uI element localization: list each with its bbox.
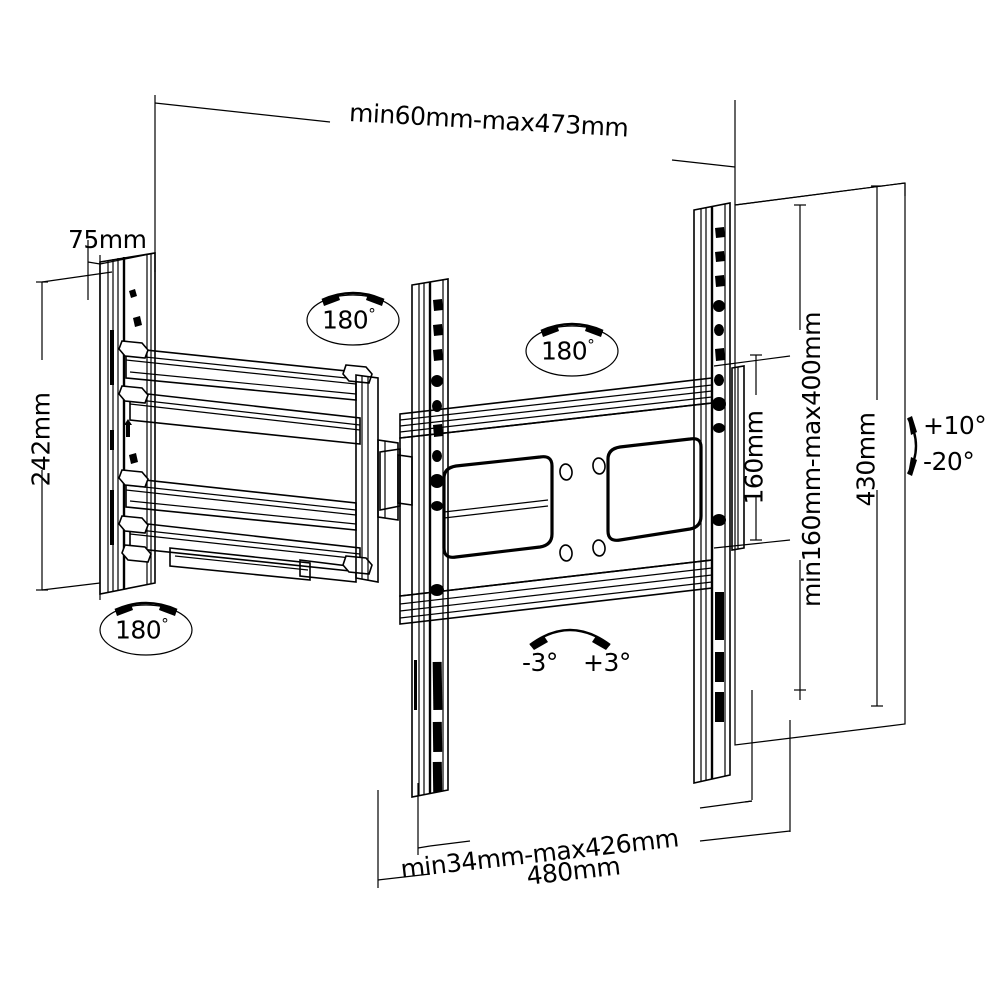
horizontal-crossbar bbox=[379, 377, 713, 625]
swivel-badge-bottom-left bbox=[99, 601, 193, 656]
articulating-arm bbox=[118, 340, 413, 583]
vertical-rail-right bbox=[693, 202, 745, 784]
degree-symbol-bottom-left: ° bbox=[161, 615, 169, 633]
tilt-arc-indicator bbox=[906, 416, 918, 476]
swivel-badge-top-left bbox=[306, 291, 400, 346]
tilt-down-label: -20° bbox=[923, 447, 975, 476]
roll-arc-indicator bbox=[529, 628, 611, 650]
dim-vesa-height: 160mm bbox=[739, 410, 769, 505]
swivel-value-bottom-left: 180 bbox=[115, 615, 162, 645]
swivel-label-top-right: 180° bbox=[541, 336, 595, 366]
dim-wall-plate-width: 75mm bbox=[68, 225, 147, 254]
swivel-value-top-left: 180 bbox=[322, 305, 369, 335]
swivel-label-bottom-left: 180° bbox=[115, 615, 169, 645]
wall-plate bbox=[99, 252, 156, 595]
dim-panel-height: 430mm bbox=[851, 412, 881, 507]
dim-vesa-height-range: min160mm-max400mm bbox=[796, 312, 826, 607]
swivel-badge-top-right bbox=[525, 322, 619, 377]
dimension-extension-lines bbox=[36, 95, 906, 888]
swivel-label-top-left: 180° bbox=[322, 305, 376, 335]
swivel-value-top-right: 180 bbox=[541, 336, 588, 366]
roll-left-label: -3° bbox=[522, 648, 558, 677]
degree-symbol-top-left: ° bbox=[368, 305, 376, 323]
roll-right-label: +3° bbox=[583, 648, 631, 677]
degree-symbol-top-right: ° bbox=[587, 336, 595, 354]
dim-wall-plate-height: 242mm bbox=[26, 392, 56, 487]
tilt-up-label: +10° bbox=[923, 411, 987, 440]
